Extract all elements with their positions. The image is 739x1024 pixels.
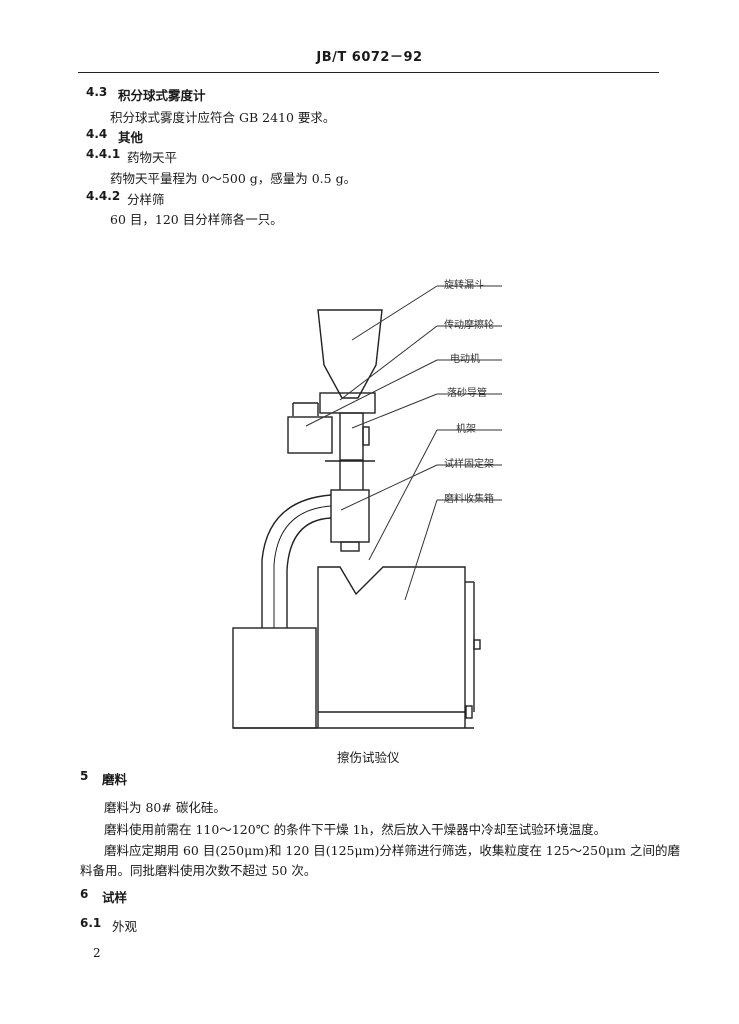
friction-wheel-housing: [319, 392, 376, 414]
leader-sand-pipe: [351, 393, 438, 429]
section-5-para-3-line-2: 料备用。同批磨料使用次数不超过 50 次。: [80, 863, 317, 878]
pipe-clamp: [362, 426, 370, 446]
section-4-4-2-number: 4.4.2: [86, 189, 121, 203]
section-4-4-2-body: 60 目，120 目分样筛各一只。: [110, 212, 283, 227]
figure-label-sample-holder: 试样固定架: [444, 459, 494, 470]
section-5-para-3-line-1: 磨料应定期用 60 目(250μm)和 120 目(125μm)分样筛进行筛选，…: [104, 843, 680, 858]
funnel-outline: [317, 309, 383, 399]
section-6-number: 6: [80, 887, 89, 901]
section-4-4-number: 4.4: [86, 127, 108, 141]
leader-frame: [368, 429, 438, 561]
section-6-1-number: 6.1: [80, 916, 102, 930]
section-4-3-number: 4.3: [86, 85, 108, 99]
section-4-3-body: 积分球式雾度计应符合 GB 2410 要求。: [110, 110, 336, 125]
collection-box-handle: [473, 639, 481, 650]
section-4-3-title: 积分球式雾度计: [118, 88, 206, 103]
section-5-number: 5: [80, 769, 89, 783]
leader-sample-holder: [340, 464, 438, 511]
sample-holder-base: [340, 541, 360, 552]
section-5-para-1: 磨料为 80# 碳化硅。: [104, 800, 226, 815]
abrasive-collection-box: [317, 566, 466, 713]
section-6-1-title: 外观: [112, 919, 138, 934]
page-number: 2: [93, 946, 101, 960]
leader-collection-box: [404, 499, 438, 601]
leader-motor: [305, 359, 438, 427]
base-box: [232, 627, 317, 729]
section-5-title: 磨料: [102, 772, 128, 787]
section-4-4-2-title: 分样筛: [127, 192, 165, 207]
figure-label-funnel: 旋转漏斗: [444, 280, 484, 291]
section-5-para-2: 磨料使用前需在 110～120℃ 的条件下干燥 1h，然后放入干燥器中冷却至试验…: [104, 822, 607, 837]
section-4-4-title: 其他: [118, 130, 144, 145]
figure-label-motor: 电动机: [450, 354, 480, 365]
section-4-4-1-title: 药物天平: [127, 150, 178, 165]
leader-funnel: [351, 285, 438, 341]
frame-arm-inner: [286, 517, 332, 628]
document-header-code: JB/T 6072－92: [316, 50, 423, 65]
sand-pipe-column: [339, 412, 364, 461]
figure-label-collection-box: 磨料收集箱: [444, 494, 494, 505]
motor-body: [287, 416, 333, 454]
section-4-4-1-number: 4.4.1: [86, 147, 121, 161]
leader-friction-wheel: [339, 325, 438, 401]
figure-label-sand-pipe: 落砂导管: [447, 388, 487, 399]
figure-caption: 擦伤试验仪: [337, 750, 400, 765]
header-rule: [78, 72, 659, 73]
sample-holder: [330, 489, 370, 543]
figure-label-friction-wheel: 传动摩擦轮: [444, 320, 494, 331]
section-4-4-1-body: 药物天平量程为 0～500 g，感量为 0.5 g。: [110, 171, 357, 186]
section-6-title: 试样: [102, 890, 128, 905]
frame-arm-outer: [261, 494, 332, 628]
figure-label-frame: 机架: [456, 424, 476, 435]
